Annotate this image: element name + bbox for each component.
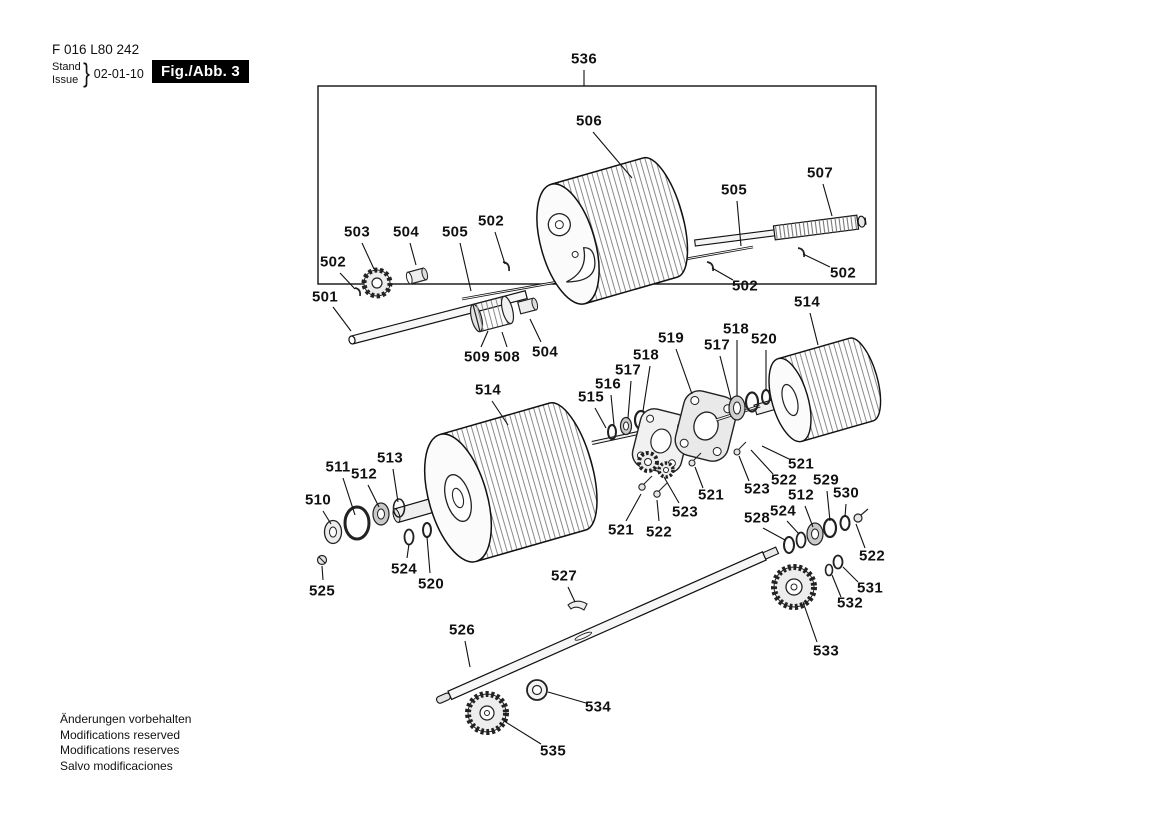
brace-glyph: } <box>82 58 90 88</box>
leader-line-521 <box>625 493 642 522</box>
gear-535 <box>465 691 509 735</box>
leader-line-502 <box>711 267 734 281</box>
screws-521-523 <box>638 441 747 498</box>
leader-line-512 <box>804 505 814 528</box>
leader-line-523 <box>738 455 750 482</box>
leader-line-529 <box>826 490 831 522</box>
leader-line-510 <box>322 510 332 525</box>
leader-line-515 <box>594 407 607 429</box>
leader-line-530 <box>844 503 847 518</box>
gear-assembly-509-508 <box>469 295 515 333</box>
hub-hardware-left <box>316 498 432 566</box>
leader-lines <box>321 70 866 745</box>
leader-line-520 <box>426 536 431 574</box>
key-527 <box>567 600 588 611</box>
leader-line-519 <box>675 348 693 395</box>
leader-line-533 <box>802 601 818 643</box>
leader-line-527 <box>567 586 576 603</box>
issue-label: Issue <box>52 73 79 86</box>
bevel-gear-small-b <box>657 461 675 479</box>
leader-line-522 <box>750 449 774 475</box>
leader-line-534 <box>547 691 587 704</box>
leader-line-526 <box>464 640 471 668</box>
leader-line-502 <box>494 231 506 265</box>
leader-line-514 <box>809 312 819 346</box>
stand-label: Stand <box>52 60 81 73</box>
leader-line-504 <box>409 242 417 266</box>
legal-note-line-fr: Modifications reserves <box>60 743 180 757</box>
leader-line-504 <box>529 318 542 343</box>
leader-line-509 <box>480 330 489 348</box>
drum-514-right <box>753 337 882 443</box>
sprocket-503 <box>361 267 393 299</box>
legal-note-line-en: Modifications reserved <box>60 727 181 742</box>
washer-534 <box>526 679 548 701</box>
leader-line-517 <box>719 355 732 400</box>
legal-note-line-de: Änderungen vorbehalten <box>60 712 192 726</box>
legal-note-line-es: Salvo modificaciones <box>60 758 173 773</box>
leader-line-535 <box>503 720 542 745</box>
leader-line-501 <box>332 306 352 332</box>
leader-line-521 <box>761 445 790 460</box>
leader-line-505 <box>736 200 742 247</box>
leader-line-524 <box>786 520 800 535</box>
leader-line-506 <box>592 131 633 179</box>
leader-line-528 <box>762 527 786 541</box>
spring-shaft-507 <box>694 214 867 247</box>
leader-line-502 <box>339 272 356 290</box>
figure-label: Fig./Abb. 3 <box>152 60 249 83</box>
leader-line-511 <box>342 477 356 516</box>
issue-date: 02-01-10 <box>93 66 144 81</box>
leader-line-503 <box>361 242 375 270</box>
leader-line-532 <box>831 574 842 598</box>
legal-note: Änderungen vorbehalten Modifications res… <box>60 712 191 774</box>
leader-line-524 <box>406 543 410 559</box>
bushing-504 <box>405 267 429 285</box>
leader-line-508 <box>501 331 508 348</box>
leader-line-518 <box>642 365 651 412</box>
drum-506 <box>536 156 689 305</box>
gearbox-housing-519 <box>674 390 738 462</box>
bevel-gear-small <box>637 451 659 473</box>
leader-line-513 <box>392 468 399 503</box>
hub-hardware-right <box>783 508 869 577</box>
issue-labels: Stand Issue <box>52 61 81 87</box>
leader-line-521 <box>694 466 704 489</box>
leader-line-514 <box>491 400 509 426</box>
leader-line-525 <box>321 565 324 581</box>
leader-line-505 <box>459 242 472 292</box>
leader-line-507 <box>822 183 833 217</box>
leader-line-523 <box>663 476 680 504</box>
drum-514-left <box>392 402 598 563</box>
shaft-526 <box>435 546 780 704</box>
leader-line-517 <box>627 380 632 419</box>
issue-block: Stand Issue } 02-01-10 <box>52 58 144 89</box>
leader-line-512 <box>367 484 380 508</box>
sprocket-533 <box>771 564 817 610</box>
leader-line-516 <box>610 394 615 426</box>
bushing-504-b <box>517 297 539 315</box>
leader-line-502 <box>802 253 831 268</box>
leader-line-522 <box>656 499 660 522</box>
document-number: F 016 L80 242 <box>52 42 140 57</box>
leader-line-531 <box>842 566 859 583</box>
leader-line-522 <box>855 523 866 549</box>
